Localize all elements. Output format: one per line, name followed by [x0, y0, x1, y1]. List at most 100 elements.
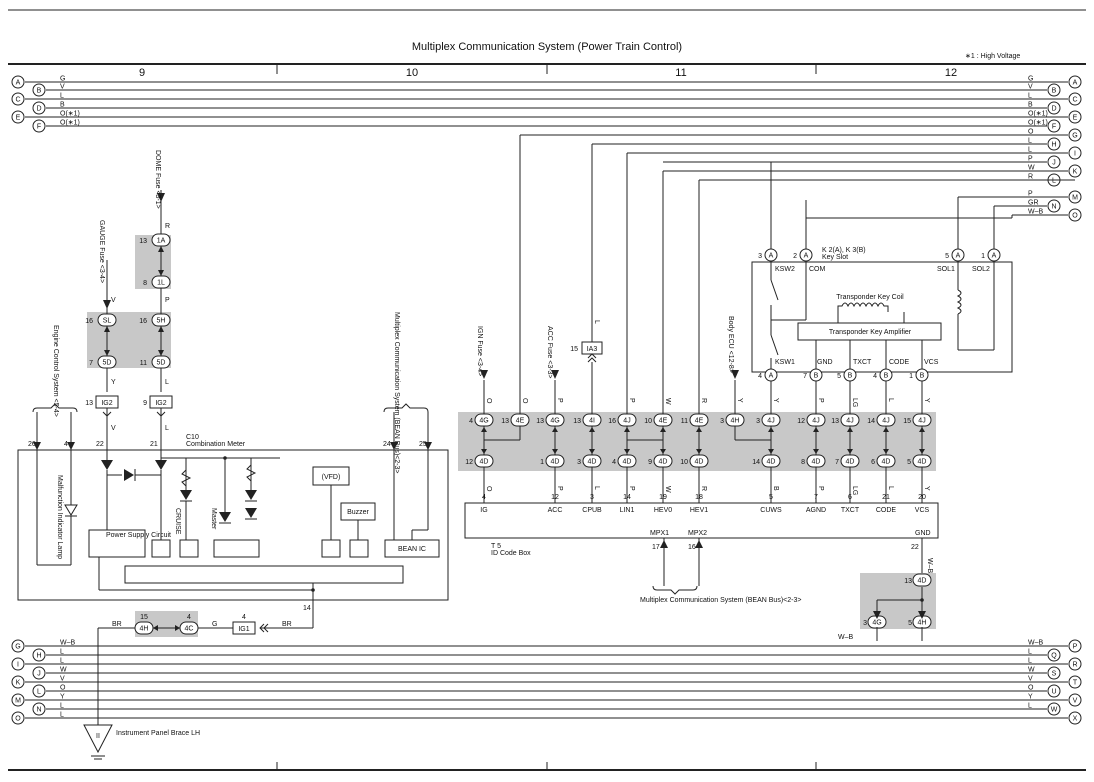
top-bus-code-left: V [60, 84, 65, 91]
conn-5d-r-label: 5D [157, 360, 166, 367]
ign-fuse-label: IGN Fuse <3-4> [476, 326, 483, 376]
bottom-bus-right-V-label: V [1073, 698, 1078, 705]
key-bot-no-4: 1 [909, 373, 913, 380]
mpx1-pin: 17 [652, 544, 660, 551]
bottom-bus-left-J-label: J [37, 671, 41, 678]
upper-junction-10-label: 4J [846, 418, 853, 425]
top-bus-left-A-label: A [16, 80, 21, 87]
vfd-label: (VFD) [322, 474, 341, 481]
bottom-bus-left-M [11, 693, 25, 707]
wire-color-r: R [165, 223, 170, 230]
id-gnd-label: GND [915, 530, 931, 537]
wire-color-v2: V [111, 425, 116, 432]
wire-color-15: L [593, 486, 600, 490]
top-bus-code-right: G [1028, 76, 1033, 83]
top-bus-left-D [32, 101, 46, 115]
bean-ic-label: BEAN IC [398, 546, 426, 553]
ig2-pin-b: 9 [143, 400, 147, 407]
conn-1a-label: 1A [157, 238, 166, 245]
right-bus-code: P [1028, 191, 1033, 198]
lower-junction-7-label: 4D [812, 459, 821, 466]
wire-color-13: O [485, 486, 492, 492]
bottom-bus-code-left: L [60, 649, 64, 656]
top-bus-right-D [1047, 101, 1061, 115]
wire-color-wb2: W–B [838, 634, 854, 641]
top-bus-code-left: L [60, 93, 64, 100]
diagram-title: Multiplex Communication System (Power Tr… [412, 41, 682, 53]
bottom-bus-left-O [11, 711, 25, 725]
bottom-bus-code-right: L [1028, 703, 1032, 710]
right-bus-J [1047, 155, 1061, 169]
lower-junction-no-3: 4 [612, 459, 616, 466]
right-bus-O-label: O [1072, 213, 1078, 220]
bottom-bus-code-left: V [60, 676, 65, 683]
right-bus-K-label: K [1073, 169, 1078, 176]
pin-1a: 13 [139, 238, 147, 245]
lower-junction-1-label: 4D [551, 459, 560, 466]
wire-color-y1: Y [111, 379, 116, 386]
upper-junction-11-label: 4J [882, 418, 889, 425]
wire-color-22: L [887, 486, 894, 490]
right-bus-K [1068, 164, 1082, 178]
id-pin-name-6: CUWS [760, 507, 782, 514]
ig1-pin: 4 [242, 614, 246, 621]
right-bus-M-label: M [1072, 195, 1078, 202]
upper-junction-8-label: 4J [767, 418, 774, 425]
key-bot-pin-1-label: B [814, 373, 819, 380]
key-slot-name: Key Slot [822, 254, 848, 261]
meter-pin-21: 21 [150, 441, 158, 448]
master-label: Master [210, 508, 217, 530]
bottom-bus-right-P-label: P [1073, 644, 1078, 651]
wire-color-7: Y [736, 398, 743, 403]
meter-pin-24: 24 [383, 441, 391, 448]
section-10: 10 [406, 67, 418, 79]
key-slot [751, 261, 1013, 373]
top-bus-right-C-label: C [1072, 97, 1077, 104]
bottom-bus-code-right: V [1028, 676, 1033, 683]
bottom-bus-right-W-label: W [1051, 707, 1058, 714]
upper-junction-no-1: 13 [501, 418, 509, 425]
pin-4g-gnd: 3 [863, 620, 867, 627]
bean-bus-top-label: Multiplex Communication System (BEAN Bus… [393, 312, 400, 473]
pin-5d-l: 7 [89, 360, 93, 367]
id-pin-name-8: TXCT [841, 507, 860, 514]
txct-label: TXCT [853, 359, 872, 366]
key-top-no-2: 5 [945, 253, 949, 260]
right-bus-L-label: L [1052, 178, 1056, 185]
upper-junction-5-label: 4E [659, 418, 668, 425]
mpx2-label: MPX2 [688, 530, 707, 537]
bottom-bus-right-W [1047, 702, 1061, 716]
bottom-bus-left-I [11, 657, 25, 671]
wire-color-1: O [521, 398, 528, 404]
right-bus-N-label: N [1051, 204, 1056, 211]
ig2-pin-a: 13 [85, 400, 93, 407]
upper-junction-no-2: 13 [536, 418, 544, 425]
right-bus-O [1068, 208, 1082, 222]
bottom-bus-code-right: W [1028, 667, 1035, 674]
conn-4h-gnd-r-label: 4H [918, 620, 927, 627]
bottom-bus-right-R-label: R [1072, 662, 1077, 669]
high-voltage-note: ∗1 : High Voltage [965, 53, 1020, 60]
upper-junction-no-4: 16 [608, 418, 616, 425]
bottom-bus-right-V [1068, 693, 1082, 707]
section-9: 9 [139, 67, 145, 79]
wire-color-19: B [772, 486, 779, 491]
wire-color-l2: L [165, 425, 169, 432]
right-bus-G-label: G [1072, 133, 1077, 140]
id-pin-name-3: LIN1 [620, 507, 635, 514]
right-bus-code: GR [1028, 200, 1039, 207]
wire-color-4: P [628, 398, 635, 403]
lower-junction-no-5: 10 [680, 459, 688, 466]
engine-control-label: Engine Control System <5-4> [52, 325, 59, 417]
upper-junction-3-label: 4I [589, 418, 595, 425]
meter-id: C10 [186, 434, 199, 441]
key-bot-no-3: 4 [873, 373, 877, 380]
upper-junction-2-label: 4G [550, 418, 559, 425]
conn-sl-label: SL [103, 318, 112, 325]
power-supply-label: Power Supply Circuit [106, 532, 171, 539]
bottom-bus-left-H-label: H [36, 653, 41, 660]
coil-label: Transponder Key Coil [836, 294, 904, 301]
top-bus-right-C [1068, 92, 1082, 106]
bottom-bus-right-X-label: X [1073, 716, 1078, 723]
